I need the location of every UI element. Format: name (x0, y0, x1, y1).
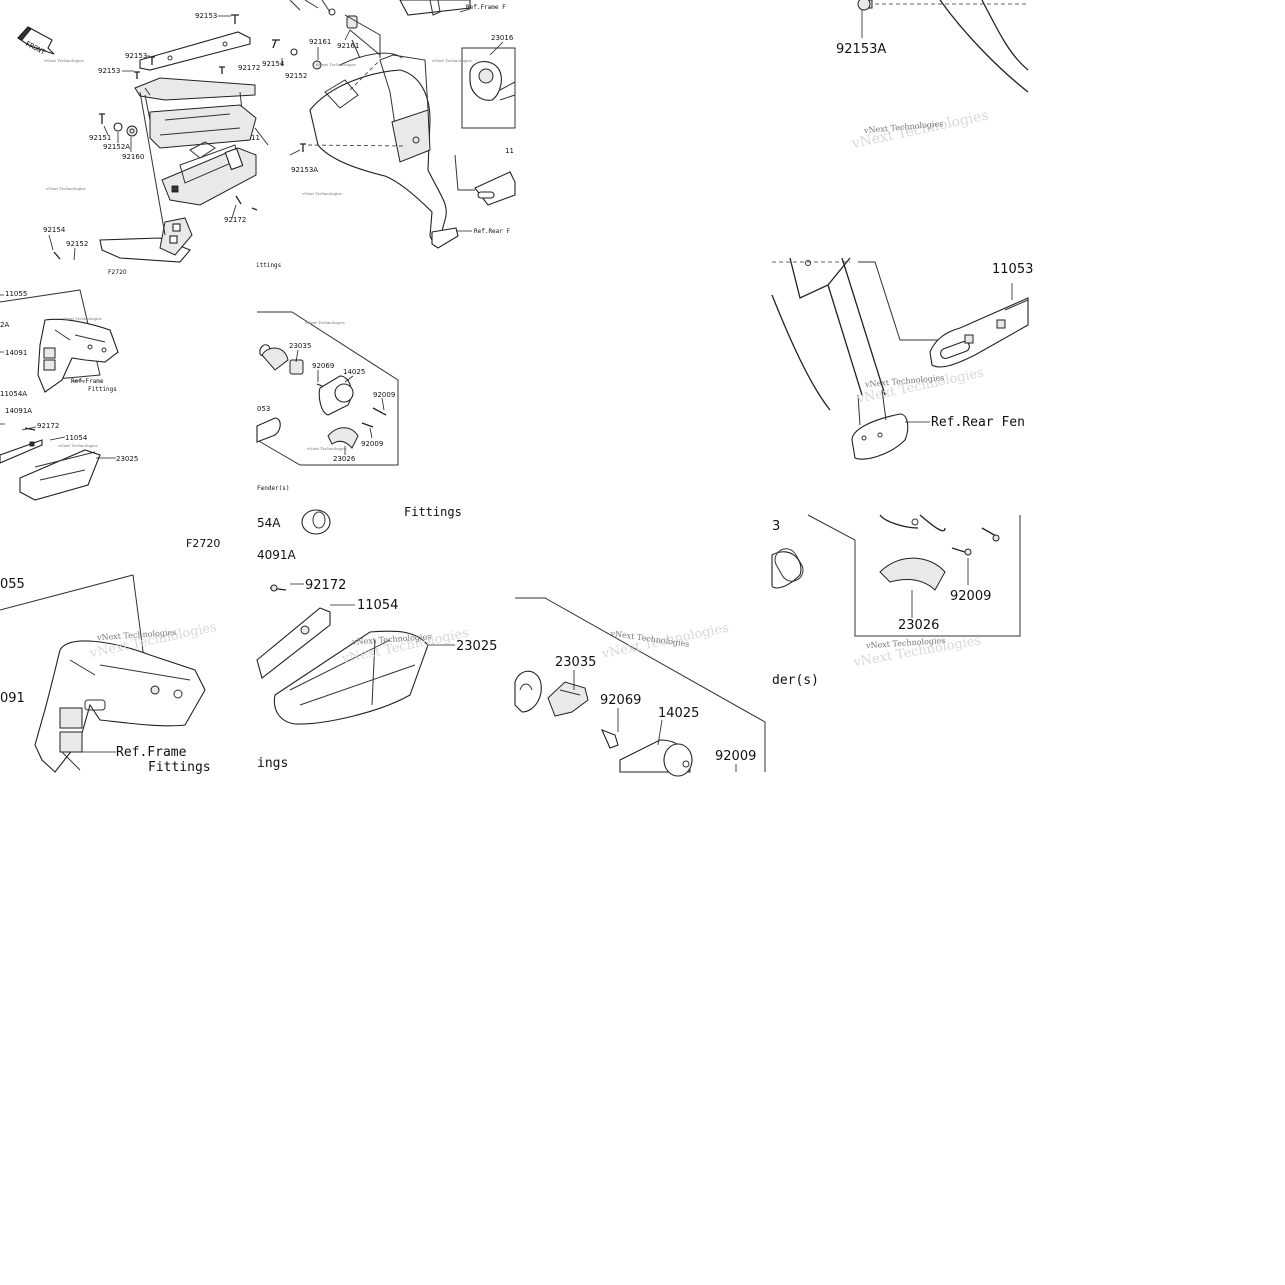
label-11054: 11054 (65, 434, 88, 442)
label-92172-zoom: 92172 (305, 578, 346, 593)
figure-code-b: F2720 (186, 537, 220, 550)
label-3-frag: 3 (772, 519, 780, 534)
label-92009-b: 92009 (361, 440, 383, 448)
label-14091-frag: 091 (0, 691, 25, 706)
label-11055: 11055 (5, 290, 27, 298)
watermark: vNext Technologies (431, 58, 472, 63)
label-23025: 23025 (116, 455, 138, 463)
label-053: 053 (257, 405, 270, 413)
watermark: vNext Technologies (306, 446, 347, 451)
label-23035: 23035 (289, 342, 311, 350)
ref-frame-partial: Ref.Frame F (466, 4, 506, 11)
label-23025-zoom: 23025 (456, 639, 497, 654)
ref-frame-l2: Fittings (88, 386, 117, 393)
leader-lines (48, 8, 504, 261)
label-92172-b: 92172 (224, 216, 246, 224)
label-23016: 23016 (491, 34, 514, 42)
label-23026: 23026 (898, 618, 939, 633)
label-11054-zoom: 11054 (357, 598, 398, 613)
label-54A-frag: 54A (257, 516, 281, 530)
tile-left-parts: 11055 2A 14091 11054A 14091A 92172 11054… (0, 289, 220, 550)
label-2A: 2A (0, 321, 9, 329)
tile-zoom-14091: 055 091 Ref.Frame Fittings vNext Technol… (0, 574, 218, 775)
label-92154-a: 92154 (262, 60, 285, 68)
label-11-frag-b: 11 (505, 147, 514, 155)
watermark: vNext Technologies (301, 191, 342, 196)
tile-zoom-23026: 3 92009 23026 der(s) vNext Technologies … (771, 514, 1021, 688)
label-92153: 92153 (195, 12, 217, 20)
label-14091A-frag: 4091A (257, 548, 297, 562)
ref-fittings-frag: ittings (256, 262, 282, 269)
watermark: vNext Technologies (57, 443, 98, 448)
ref-fender-frag: Fender(s) (257, 485, 290, 492)
ref-frame-l1: Ref.Frame (71, 378, 104, 385)
figure-code: F2720 (108, 269, 127, 276)
label-92152-a: 92152 (285, 72, 307, 80)
label-11053: 11053 (992, 262, 1033, 277)
label-92069-zoom: 92069 (600, 693, 641, 708)
label-92151: 92151 (89, 134, 111, 142)
label-92161-b: 92161 (337, 42, 359, 50)
ref-rear-partial: Ref.Rear F (474, 228, 511, 235)
label-92152-b: 92152 (66, 240, 88, 248)
label-92161-a: 92161 (309, 38, 331, 46)
label-92160: 92160 (122, 153, 144, 161)
ref-frame-l2-b: Fittings (148, 760, 211, 775)
label-11055-frag: 055 (0, 577, 25, 592)
watermark: vNext Technologies (304, 320, 345, 325)
tail-lamp-frag (399, 0, 471, 16)
watermark: vNext Technologies (315, 62, 356, 67)
license-bracket (99, 217, 193, 263)
label-14091A: 14091A (5, 407, 32, 415)
screws (53, 8, 358, 260)
tile-zoom-92153A: 92153A vNext Technologies vNext Technolo… (836, 0, 1029, 152)
label-23035-zoom: 23035 (555, 655, 596, 670)
tile-zoom-23035: 23035 92069 14025 92009 vNext Technologi… (514, 597, 766, 777)
label-92172: 92172 (37, 422, 59, 430)
label-14091: 14091 (5, 349, 27, 357)
label-92154-b: 92154 (43, 226, 66, 234)
front-arrow-icon (17, 26, 55, 55)
ref-fittings-frag-c: Fittings (404, 505, 462, 519)
label-92153A: 92153A (291, 166, 318, 174)
label-92153A: 92153A (836, 42, 886, 57)
label-92172-a: 92172 (238, 64, 260, 72)
ref-frame-l1-b: Ref.Frame (116, 745, 187, 760)
label-11-frag: 11 (251, 134, 260, 142)
tile-inset: 23035 92069 14025 92009 92009 23026 053 … (256, 311, 399, 492)
label-92009-a: 92009 (373, 391, 395, 399)
label-14025-zoom: 14025 (658, 706, 699, 721)
turn-signal-23016 (454, 47, 516, 206)
label-92152A: 92152A (103, 143, 130, 151)
watermark: vNext Technologies (43, 58, 84, 63)
label-23026: 23026 (333, 455, 356, 463)
label-92153-mid: 92153 (125, 52, 147, 60)
label-92069: 92069 (312, 362, 334, 370)
rear-fender (307, 52, 459, 249)
watermark: vNext Technologies (61, 316, 102, 321)
watermark: vNext Technologies (45, 186, 86, 191)
label-92009-zoom: 92009 (715, 749, 756, 764)
tail-cover (161, 141, 257, 206)
ref-rear-tile: Ref.Rear Fen (931, 415, 1025, 430)
wiring (289, 0, 331, 13)
tile-frag-top: 54A 4091A Fittings (257, 505, 462, 562)
label-92153-left: 92153 (98, 67, 120, 75)
tile-zoom-fender-mount: 11053 Ref.Rear Fen vNext Technologies vN… (771, 257, 1033, 460)
ref-fittings-frag-b: ings (257, 756, 288, 771)
ref-fender-frag-b: der(s) (772, 673, 819, 688)
tile-overview: FRONT (17, 0, 516, 276)
label-92009: 92009 (950, 589, 991, 604)
rear-bracket (134, 31, 257, 149)
tile-zoom-23025: 92172 11054 23025 ings vNext Technologie… (256, 578, 497, 771)
label-14025: 14025 (343, 368, 365, 376)
label-11054A: 11054A (0, 390, 27, 398)
